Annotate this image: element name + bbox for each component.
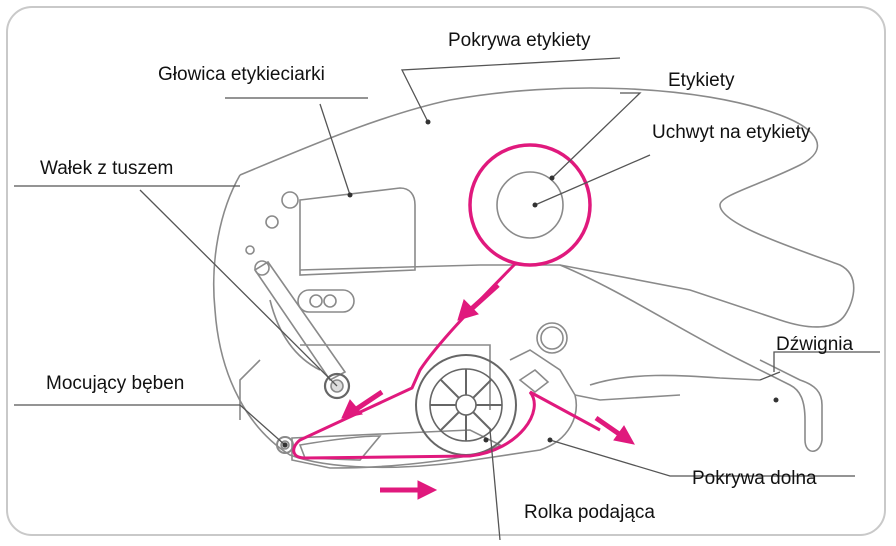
label-lever: Dźwignia: [776, 334, 853, 356]
leader-cover-top: [402, 58, 620, 122]
label-labels: Etykiety: [668, 70, 735, 92]
leader-print-head: [320, 104, 350, 195]
label-mount-drum: Mocujący bęben: [46, 373, 184, 395]
label-web-path: [294, 145, 600, 458]
label-print-head: Głowica etykieciarki: [158, 64, 325, 86]
label-cover-bottom: Pokrywa dolna: [692, 468, 817, 490]
label-label-holder: Uchwyt na etykiety: [652, 122, 810, 144]
leader-dots: [283, 120, 779, 448]
label-cover-top: Pokrywa etykiety: [448, 30, 591, 52]
arrow-right-down: [596, 418, 622, 436]
label-roll: [470, 145, 590, 265]
label-feed-roller: Rolka podająca: [524, 502, 655, 524]
label-ink-roller: Wałek z tuszem: [40, 158, 173, 180]
leader-ink-roller: [140, 190, 337, 386]
leader-mount-drum: [240, 405, 285, 445]
